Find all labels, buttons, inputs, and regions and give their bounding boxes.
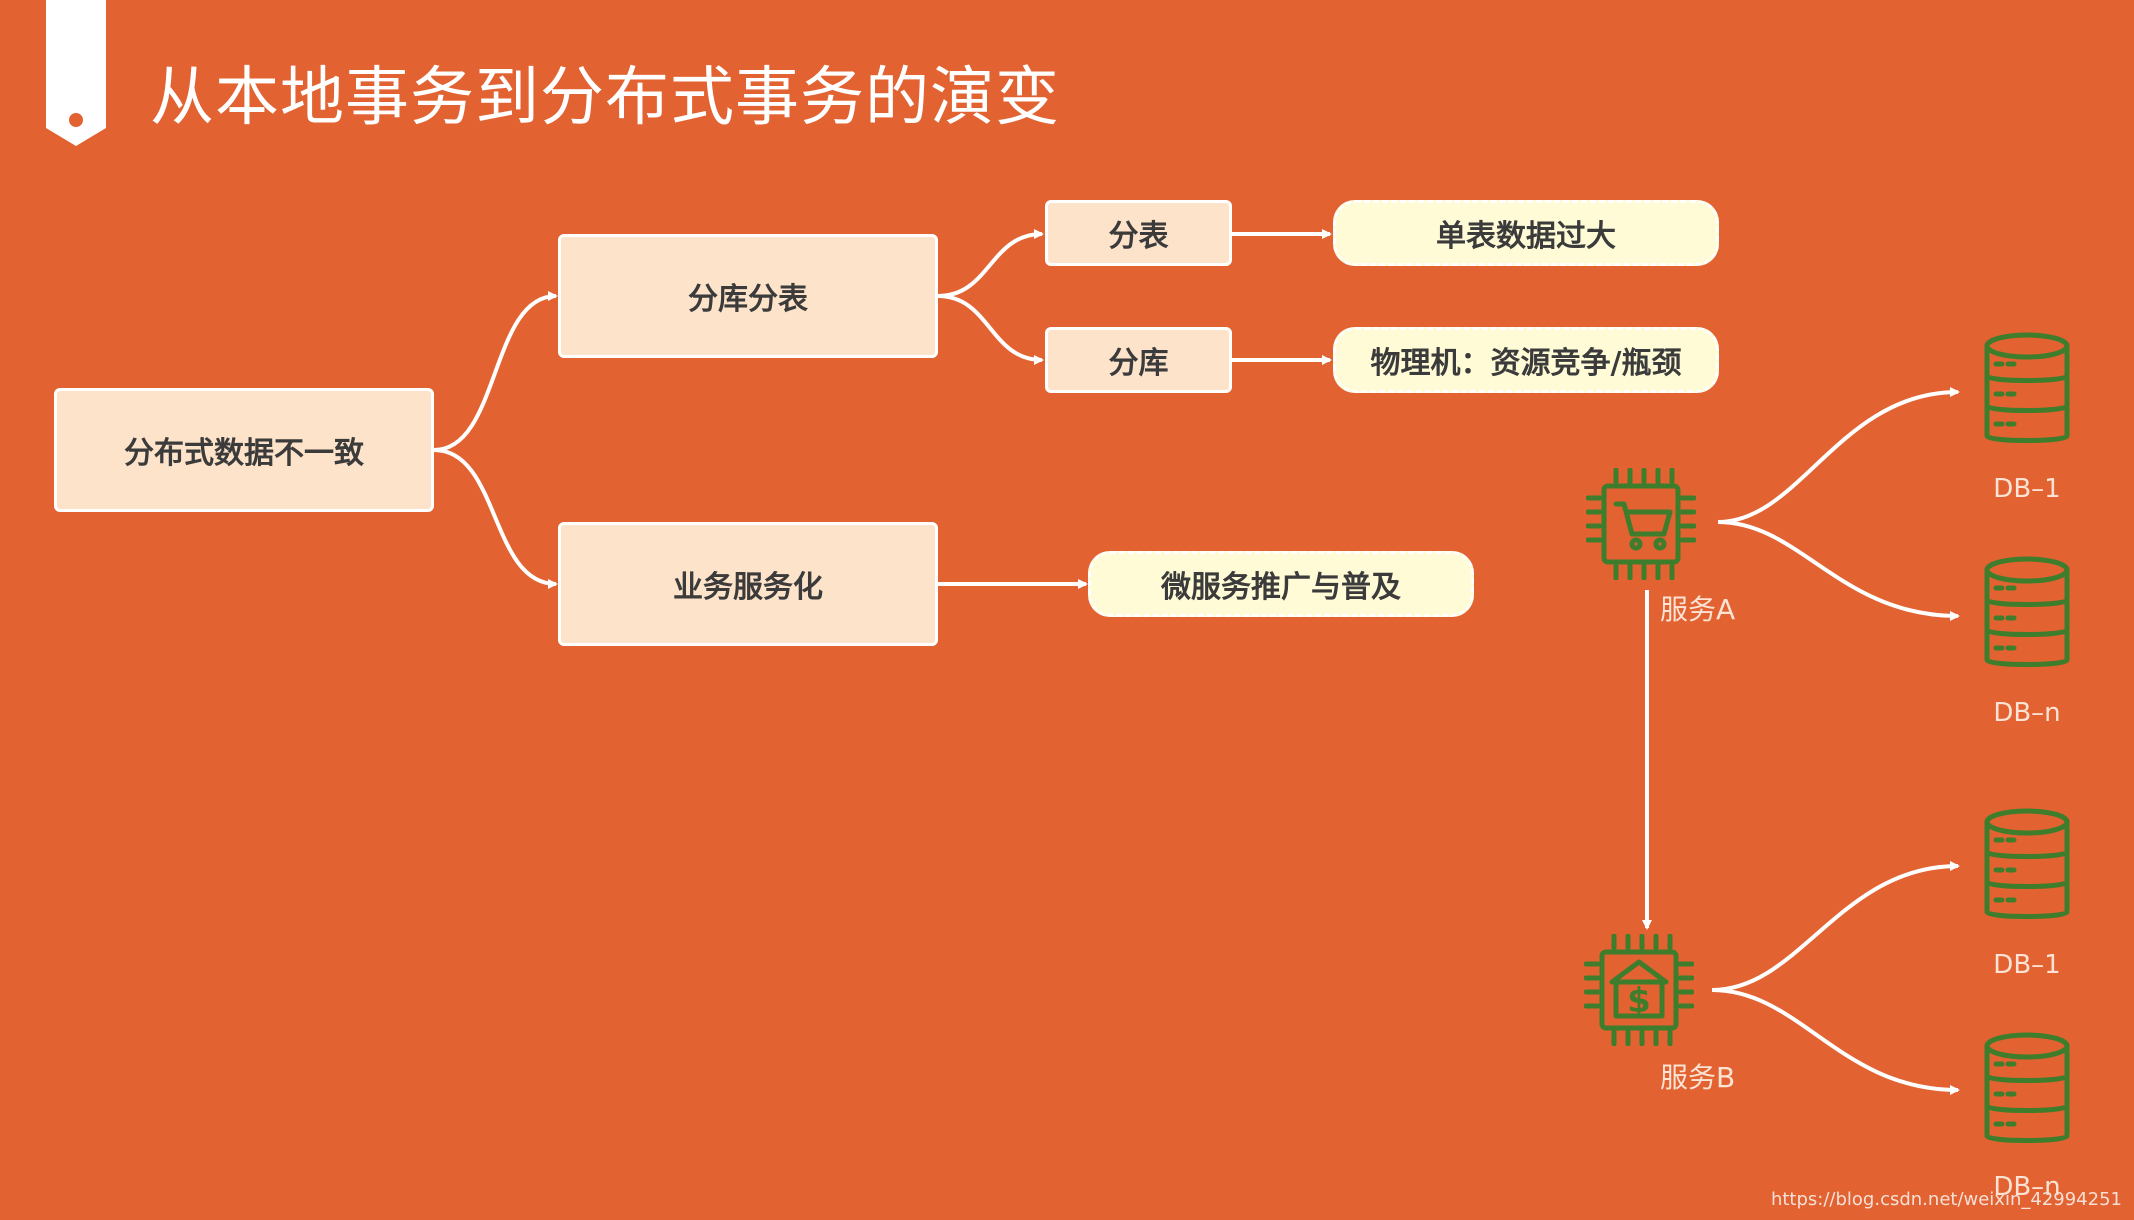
node-table-split: 分表: [1045, 200, 1232, 266]
service-a-label: 服务A: [1660, 593, 1736, 626]
bookmark-tag-icon: [46, 0, 106, 146]
database-icon: [1984, 1032, 2070, 1143]
watermark: https://blog.csdn.net/weixin_42994251: [1770, 1189, 2122, 1210]
node-db-split: 分库: [1045, 327, 1232, 393]
edge-svcA-db1: [1717, 387, 1960, 524]
node-service: 业务服务化: [558, 522, 938, 646]
edge-svcB-db1: [1711, 861, 1960, 992]
database-icon: [1984, 332, 2070, 443]
edge-sharding-table: [937, 229, 1044, 298]
edge-svcB-dbn: [1711, 988, 1960, 1095]
edge-root-service: [433, 448, 558, 589]
note-table-split: 单表数据过大: [1333, 200, 1719, 266]
page-title: 从本地事务到分布式事务的演变: [150, 61, 1060, 135]
root-node: 分布式数据不一致: [54, 388, 434, 512]
edge-root-sharding: [433, 291, 558, 452]
db-label: DB–1: [1993, 474, 2061, 504]
database-icon: [1984, 808, 2070, 919]
node-sharding: 分库分表: [558, 234, 938, 358]
db-label: DB–1: [1993, 950, 2061, 980]
bank-dollar-chip-icon: $: [1584, 934, 1694, 1046]
svg-text:$: $: [1627, 981, 1651, 1021]
db-label: DB–n: [1993, 698, 2061, 728]
note-db-split: 物理机：资源竞争/瓶颈: [1333, 327, 1719, 393]
shopping-cart-chip-icon: [1586, 468, 1696, 580]
service-b-label: 服务B: [1660, 1061, 1736, 1094]
edge-sharding-db: [937, 294, 1044, 365]
database-icon: [1984, 556, 2070, 667]
edge-svcA-dbn: [1717, 520, 1960, 621]
db-label: DB–n: [1993, 1172, 2061, 1202]
note-service: 微服务推广与普及: [1088, 551, 1474, 617]
